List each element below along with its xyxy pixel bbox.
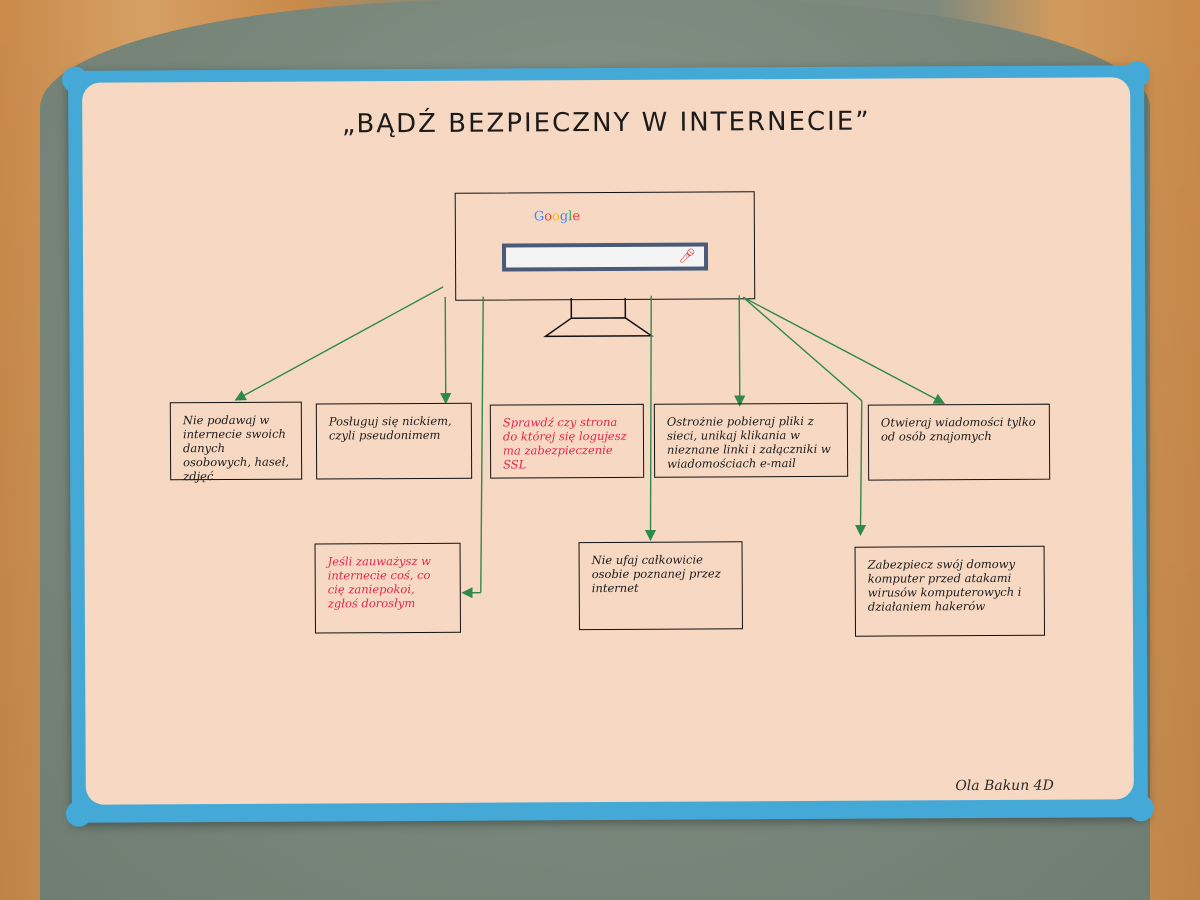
author-signature: Ola Bakun 4D	[955, 777, 1054, 795]
arrow	[644, 295, 657, 542]
tip-box-protect: Zabezpiecz swój domowy komputer przed at…	[854, 545, 1046, 637]
tip-text: Ostrożnie pobieraj pliki z sieci, unikaj…	[666, 413, 831, 471]
tip-box-nickname: Posługuj się nickiem, czyli pseudonimem	[315, 402, 473, 480]
tip-box-strangers: Nie ufaj całkowicie osobie poznanej prze…	[578, 541, 743, 631]
arrow	[742, 296, 863, 402]
tip-box-report: Jeśli zauważysz w internecie coś, co cię…	[314, 542, 461, 634]
tip-box-personal-data: Nie podawaj w internecie swoich danych o…	[169, 401, 303, 484]
poster-sheet: „BĄDŹ BEZPIECZNY W INTERNECIE” Google 🎤︎	[82, 77, 1134, 805]
arrow	[234, 286, 444, 401]
arrow	[734, 295, 746, 407]
tip-text: Otwieraj wiadomości tylko od osób znajom…	[880, 414, 1036, 444]
arrow	[854, 400, 867, 537]
poster: „BĄDŹ BEZPIECZNY W INTERNECIE” Google 🎤︎	[62, 61, 1154, 827]
arrow	[742, 296, 946, 404]
arrow	[480, 296, 484, 593]
tip-box-downloads: Ostrożnie pobieraj pliki z sieci, unikaj…	[653, 402, 849, 478]
diagram-arrows	[234, 286, 946, 599]
tip-box-messages: Otwieraj wiadomości tylko od osób znajom…	[867, 403, 1051, 481]
tip-text: Sprawdź czy strona do której się logujes…	[502, 414, 627, 472]
tip-text: Zabezpiecz swój domowy komputer przed at…	[867, 556, 1022, 614]
tip-text: Nie podawaj w internecie swoich danych o…	[182, 412, 290, 484]
tip-text: Nie ufaj całkowicie osobie poznanej prze…	[591, 552, 721, 596]
monitor-base	[543, 317, 654, 338]
tip-text: Jeśli zauważysz w internecie coś, co cię…	[327, 553, 432, 611]
arrow	[440, 296, 452, 405]
tip-box-ssl: Sprawdź czy strona do której się logujes…	[489, 403, 645, 479]
tip-text: Posługuj się nickiem, czyli pseudonimem	[328, 413, 452, 443]
